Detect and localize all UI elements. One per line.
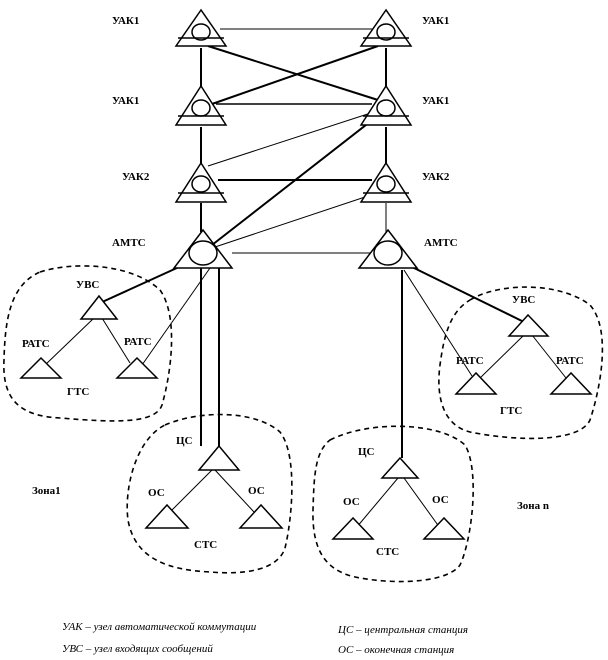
label-uvs-right: УВС <box>512 294 535 306</box>
label-ratc-right-2: РАТС <box>556 355 584 367</box>
node-ratc-right-2 <box>549 371 593 395</box>
node-ratc-right-1 <box>454 371 498 395</box>
node-uak2-right <box>359 161 413 203</box>
label-ratc-right-1: РАТС <box>456 355 484 367</box>
link-amtsleft-uak2right <box>214 191 381 248</box>
zone-sts-right <box>312 425 474 583</box>
node-uak2-left <box>174 161 228 203</box>
link-csleft-osleft1 <box>169 469 213 513</box>
label-uvs-left: УВС <box>76 279 99 291</box>
node-os-left-1 <box>144 503 190 529</box>
label-cs-right: ЦС <box>358 446 375 458</box>
label-amts-left: АМТС <box>112 237 146 249</box>
link-uvsleft-ratcleft2 <box>101 317 131 364</box>
label-uak2-left: УАК2 <box>122 171 150 183</box>
circle-node-icon <box>191 99 211 117</box>
node-os-right-2 <box>422 516 466 540</box>
node-uak1-top-right <box>359 8 413 47</box>
node-uak1-mid-left <box>174 84 228 126</box>
circle-node-icon <box>376 99 396 117</box>
label-zone-1: Зона1 <box>32 485 61 497</box>
label-os-left-1: ОС <box>148 487 165 499</box>
node-uak1-mid-right <box>359 84 413 126</box>
legend-cs: ЦС – центральная станция <box>337 624 468 636</box>
label-ratc-left-2: РАТС <box>124 336 152 348</box>
label-amts-right: АМТС <box>424 237 458 249</box>
node-cs-right <box>380 456 420 479</box>
link-uvsleft-ratcleft1 <box>43 317 95 367</box>
label-cs-left: ЦС <box>176 435 193 447</box>
zone-sts-left <box>126 413 293 574</box>
link-cross-2 <box>211 45 379 105</box>
label-gts-right: ГТС <box>500 405 522 417</box>
label-ratc-left-1: РАТС <box>22 338 50 350</box>
label-uak2-right: УАК2 <box>422 171 450 183</box>
label-sts-right: СТС <box>376 546 399 558</box>
circle-node-icon <box>373 240 403 266</box>
label-uak1-top-left: УАК1 <box>112 15 139 27</box>
node-amts-left <box>172 228 234 269</box>
node-uak1-top-left <box>174 8 228 47</box>
circle-node-icon <box>191 23 211 41</box>
node-uvs-left <box>79 294 119 320</box>
circle-node-icon <box>376 175 396 193</box>
link-uvsright-ratcright2 <box>531 334 567 379</box>
link-amtsright-ratcright1 <box>403 269 473 377</box>
link-cross-1 <box>207 45 379 101</box>
node-os-left-2 <box>238 503 284 529</box>
link-csright-osright2 <box>403 477 441 529</box>
link-csright-osright1 <box>355 477 399 529</box>
label-uak1-top-right: УАК1 <box>422 15 449 27</box>
label-os-right-1: ОС <box>343 496 360 508</box>
label-uak1-mid-left: УАК1 <box>112 95 139 107</box>
link-amtsleft-ratcleft2 <box>141 267 211 366</box>
nodes <box>19 8 593 540</box>
link-uak2left-uak1right <box>207 109 381 167</box>
link-amtsright-uvsright <box>409 265 527 324</box>
legend-os: ОС – оконечная станция <box>338 644 454 656</box>
labels: УАК1 УАК1 УАК1 УАК1 УАК2 УАК2 АМТС АМТС … <box>22 15 584 558</box>
zones <box>3 265 604 583</box>
label-zone-n: Зона n <box>517 500 549 512</box>
label-sts-left: СТС <box>194 539 217 551</box>
node-amts-right <box>357 228 419 269</box>
node-ratc-left-1 <box>19 356 63 379</box>
node-os-right-1 <box>331 516 375 540</box>
label-os-left-2: ОС <box>248 485 265 497</box>
link-amtsleft-uak1right <box>211 113 381 246</box>
circle-node-icon <box>376 23 396 41</box>
connections <box>43 28 567 529</box>
circle-node-icon <box>191 175 211 193</box>
link-uvsright-ratcright1 <box>477 334 525 381</box>
label-gts-left: ГТС <box>67 386 89 398</box>
label-uak1-mid-right: УАК1 <box>422 95 449 107</box>
node-uvs-right <box>507 313 550 337</box>
link-csleft-osleft2 <box>214 469 255 513</box>
legend-uak: УАК – узел автоматической коммутации <box>62 621 257 633</box>
link-amtsleft-uvsleft <box>99 261 191 304</box>
zone-gts-right <box>438 286 604 440</box>
label-os-right-2: ОС <box>432 494 449 506</box>
node-cs-left <box>197 444 241 471</box>
zone-gts-left <box>3 265 173 422</box>
legend-uvs: УВС – узел входящих сообщений <box>62 643 213 655</box>
legend: УАК – узел автоматической коммутации УВС… <box>62 621 468 656</box>
node-ratc-left-2 <box>115 356 159 379</box>
circle-node-icon <box>188 240 218 266</box>
